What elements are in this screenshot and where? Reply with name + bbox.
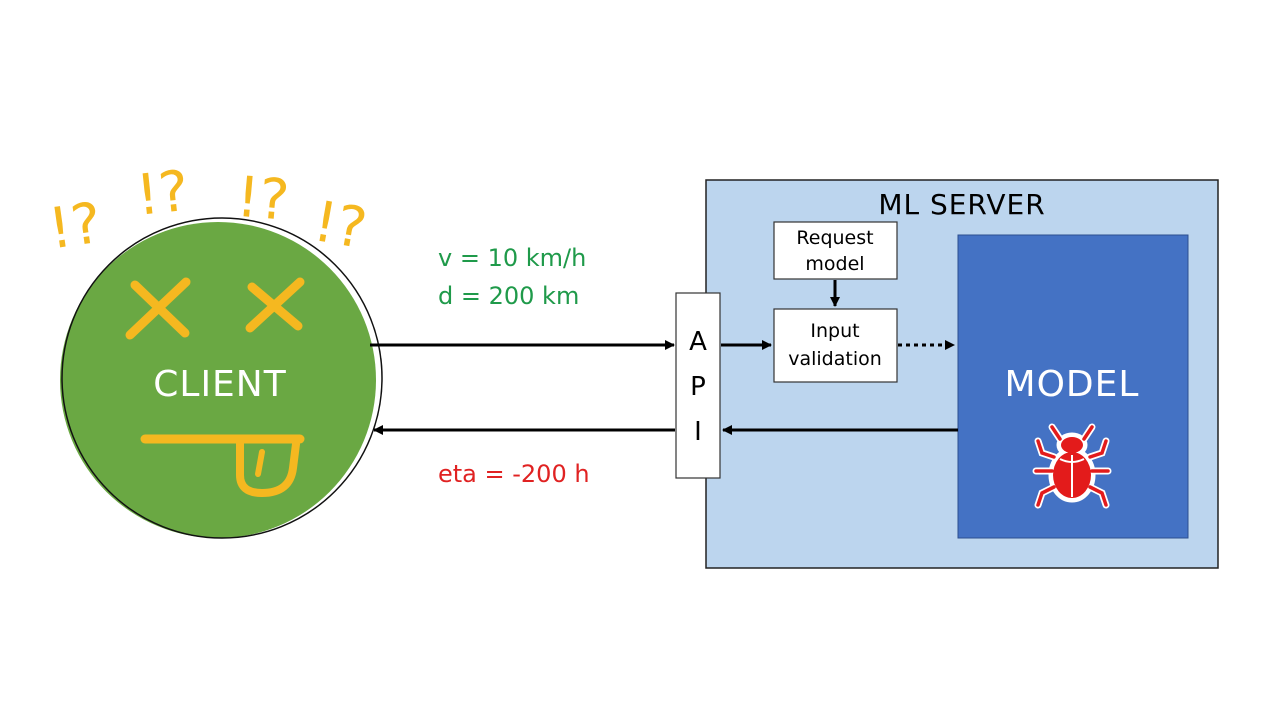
client-label: CLIENT: [153, 364, 286, 405]
confusion-mark-1: !?: [45, 191, 106, 263]
client-face-outline: [61, 217, 383, 539]
request-line-1: v = 10 km/h: [438, 244, 586, 272]
api-letter-i: I: [694, 417, 702, 447]
input-validation-line-1: Input: [810, 320, 859, 342]
confusion-mark-4: !?: [309, 189, 372, 262]
client-node: CLIENT !? !? !? !?: [45, 159, 383, 539]
api-box: [675, 292, 721, 479]
right-x-eye: [245, 277, 305, 333]
client-tongue-line: [255, 449, 265, 477]
confusion-marks: !? !? !? !?: [45, 159, 372, 263]
bug-icon: [1032, 423, 1112, 509]
input-validation-line-2: validation: [788, 348, 882, 370]
response-text: eta = -200 h: [438, 460, 590, 488]
api-node: A P I: [675, 292, 721, 479]
left-x-eye: [125, 277, 191, 340]
api-letter-a: A: [689, 327, 707, 357]
confusion-mark-2: !?: [133, 159, 192, 229]
request-model-line-2: model: [805, 253, 864, 275]
model-label: MODEL: [1005, 364, 1140, 405]
confusion-mark-3: !?: [234, 165, 292, 234]
request-model-line-1: Request: [796, 227, 873, 249]
request-model-box: [773, 221, 898, 280]
input-validation-box: [773, 308, 898, 383]
client-tongue: [236, 438, 300, 497]
request-line-2: d = 200 km: [438, 282, 579, 310]
api-letter-p: P: [690, 372, 706, 402]
ml-server-title: ML SERVER: [878, 188, 1045, 221]
ml-server: ML SERVER Request model Input validation…: [705, 179, 1219, 569]
